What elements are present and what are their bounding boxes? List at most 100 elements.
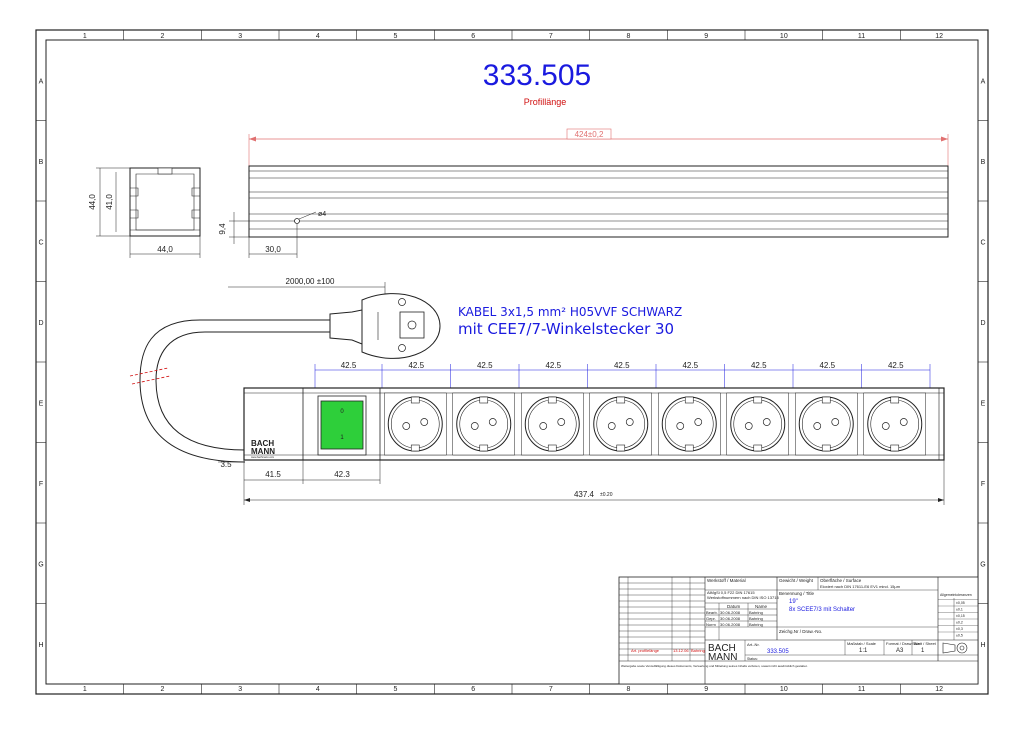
- column-marker-4: 4: [316, 686, 320, 693]
- column-marker-11: 11: [858, 686, 865, 693]
- socket-pitch-label: 42.5: [819, 361, 835, 370]
- column-marker-10: 10: [780, 33, 788, 40]
- tb-row0-name: Bahring: [749, 610, 763, 615]
- row-marker-D: D: [980, 320, 985, 327]
- socket-7: [795, 392, 858, 456]
- material-label: Werkstoff / Material: [707, 578, 746, 583]
- column-marker-4: 4: [316, 33, 320, 40]
- cable-length-label: 2000,00 ±100: [286, 277, 335, 286]
- profile-length-dimension: 424±0,2: [248, 128, 949, 168]
- disclaimer-text: Weitergabe sowie Vervielfältigung dieses…: [621, 664, 808, 668]
- tolerance-value: ±0,3: [956, 627, 963, 631]
- mounting-hole: [294, 218, 300, 224]
- row-marker-F: F: [981, 481, 985, 488]
- dim-switch-label: 42.3: [334, 470, 350, 479]
- cross-section-width: 44,0: [157, 245, 173, 254]
- tb-row2-name: Bahring: [749, 622, 763, 627]
- row-marker-D: D: [38, 320, 43, 327]
- column-marker-7: 7: [549, 33, 553, 40]
- format-label: Format / Draw.Size: [886, 641, 921, 646]
- title-block: Art. profilelänge 13.12.06 Bahring Weite…: [618, 576, 979, 685]
- strip-logo-url: www.bachmann.com: [251, 456, 274, 459]
- tb-row0-role: Bearb.: [706, 610, 718, 615]
- profile-length-label: 424±0,2: [575, 130, 604, 139]
- hole-x-label: 30,0: [265, 245, 281, 254]
- row-marker-A: A: [39, 78, 44, 85]
- row-marker-E: E: [39, 400, 44, 407]
- tb-row2-role: Norm: [706, 622, 716, 627]
- tb-logo-line2: MANN: [708, 652, 737, 663]
- cee7-angled-plug: [329, 293, 441, 359]
- material-value-2: Werkstoffnummern nach DIN ISO 13715: [707, 595, 779, 600]
- row-marker-G: G: [980, 561, 985, 568]
- tolerance-table: ±0,05±0,1±0,15±0,2±0,3±0,5: [938, 599, 978, 638]
- strip-logo-line1: BACH: [251, 439, 274, 448]
- status-text: Status:: [747, 657, 758, 661]
- drawing-subtitle: Profillänge: [524, 97, 567, 107]
- sheet-label: Blatt / Sheet: [914, 641, 937, 646]
- socket-pitch-label: 42.5: [341, 361, 357, 370]
- column-marker-11: 11: [858, 33, 865, 40]
- column-marker-10: 10: [780, 686, 788, 693]
- row-marker-A: A: [981, 78, 986, 85]
- power-cable: [129, 319, 330, 463]
- drawing-no-label: Zeichg.Nr / Draw.-No.: [779, 629, 822, 634]
- socket-5: [658, 392, 721, 456]
- row-marker-C: C: [38, 239, 43, 246]
- dim-cable-offset-label: 3.5: [220, 460, 232, 469]
- designation-value-2: 8x SCEE7/3 mit Schalter: [789, 607, 855, 613]
- scale-label: Maßstab / Scale: [847, 641, 877, 646]
- tb-row0-date: 30.06.2008: [720, 610, 741, 615]
- article-value: 333.505: [767, 649, 789, 655]
- designation-value-1: 19": [789, 599, 798, 605]
- column-marker-9: 9: [704, 686, 708, 693]
- socket-8: [863, 392, 926, 456]
- strip-logo-line2: MANN: [251, 447, 275, 456]
- drawing-number-title: 333.505: [483, 59, 591, 92]
- socket-pitch-label: 42.5: [751, 361, 767, 370]
- cross-section-height-outer: 44,0: [88, 194, 97, 210]
- change-name: Bahring: [691, 648, 705, 653]
- row-marker-F: F: [39, 481, 43, 488]
- cable-spec-line2: mit CEE7/7-Winkelstecker 30: [458, 320, 674, 338]
- column-marker-8: 8: [627, 33, 631, 40]
- change-text: Art. profilelänge: [631, 648, 660, 653]
- scale-value: 1:1: [859, 648, 868, 654]
- cable-spec-line1: KABEL 3x1,5 mm² H05VVF SCHWARZ: [458, 305, 682, 319]
- tb-row1-role: Gepr.: [706, 616, 716, 621]
- socket-3: [521, 392, 584, 456]
- cross-section-height-inner: 41,0: [105, 194, 114, 210]
- projection-symbol: [942, 642, 968, 654]
- tolerance-value: ±0,5: [956, 634, 963, 638]
- weight-label: Gewicht / Weight: [779, 578, 814, 583]
- hole-diameter-label: ø4: [318, 211, 326, 218]
- row-marker-H: H: [38, 642, 43, 649]
- column-marker-1: 1: [83, 33, 87, 40]
- tb-row1-name: Bahring: [749, 616, 763, 621]
- tolerance-head: Allgemeintoleranzen: [940, 593, 972, 597]
- socket-1: [384, 392, 447, 456]
- row-marker-H: H: [980, 642, 985, 649]
- column-marker-8: 8: [627, 686, 631, 693]
- socket-6: [726, 392, 789, 456]
- designation-label: Benennung / Title: [779, 591, 815, 596]
- switch-rocker: [320, 400, 364, 450]
- column-marker-1: 1: [83, 686, 87, 693]
- change-date: 13.12.06: [673, 648, 689, 653]
- tolerance-value: ±0,15: [956, 614, 965, 618]
- date-header: Datum: [727, 604, 741, 609]
- column-marker-12: 12: [935, 686, 943, 693]
- row-marker-C: C: [980, 239, 985, 246]
- format-value: A3: [896, 648, 904, 654]
- dim-left-label: 41.5: [265, 470, 281, 479]
- column-marker-2: 2: [161, 686, 165, 693]
- profile-side-view: ø4 9,4 30,0: [218, 165, 949, 258]
- socket-pitch-label: 42.5: [477, 361, 493, 370]
- dim-total-tolerance: ±0.20: [600, 492, 613, 498]
- column-marker-2: 2: [161, 33, 165, 40]
- tb-row1-date: 30.06.2008: [720, 616, 741, 621]
